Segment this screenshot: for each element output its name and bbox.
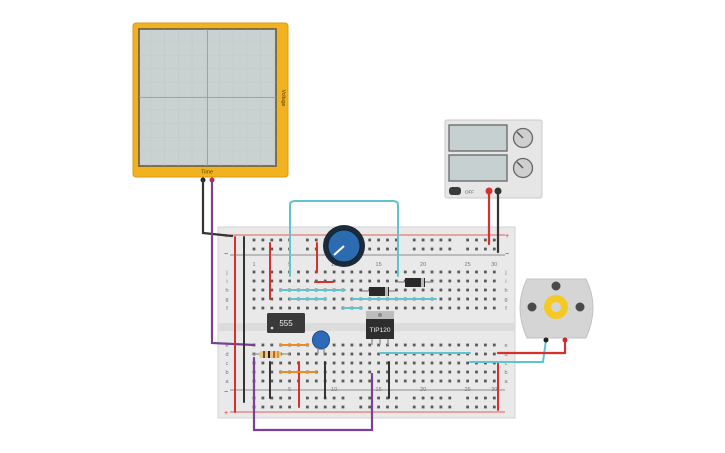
- svg-text:−: −: [505, 251, 509, 258]
- wire-purple-loop[interactable]: [252, 356, 374, 432]
- row-letter: b: [225, 370, 228, 376]
- wire-red-motor[interactable]: [496, 338, 567, 355]
- diode-1[interactable]: [362, 287, 395, 296]
- row-letter: h: [504, 288, 507, 294]
- row-letter: h: [225, 288, 228, 294]
- row-letter: 1: [252, 262, 255, 268]
- row-letter: 30: [491, 387, 497, 393]
- wire-scope-signal[interactable]: [210, 178, 256, 347]
- wire-cyan-motor[interactable]: [469, 339, 547, 363]
- motor-terminal-positive[interactable]: [562, 337, 568, 343]
- oscilloscope[interactable]: Time Voltage: [132, 22, 289, 183]
- wire-cyan-top-loop[interactable]: [289, 200, 399, 277]
- svg-text:−: −: [224, 389, 228, 396]
- row-letter: 10: [331, 262, 337, 268]
- transistor-label: TIP120: [370, 327, 391, 334]
- transistor-body: [366, 319, 394, 339]
- row-letter: b: [504, 370, 507, 376]
- row-letter: 20: [420, 262, 426, 268]
- diode-1-body: [369, 287, 389, 296]
- svg-text:+: +: [224, 233, 228, 240]
- row-letter: e: [225, 343, 228, 349]
- row-letter: f: [226, 306, 228, 312]
- power-switch[interactable]: [449, 187, 461, 195]
- resistor[interactable]: [252, 351, 290, 358]
- motor-mount-top: [551, 281, 561, 291]
- timer-555-chip[interactable]: 555: [267, 313, 305, 333]
- row-letter: a: [504, 379, 508, 385]
- power-switch-label: OFF: [465, 190, 474, 195]
- motor-mount-left: [527, 302, 537, 312]
- row-letter: g: [225, 297, 228, 303]
- voltage-display: [448, 124, 508, 152]
- dc-motor[interactable]: [519, 278, 594, 343]
- row-letter: d: [504, 352, 507, 358]
- svg-text:+: +: [224, 410, 228, 417]
- row-letter: c: [505, 361, 508, 367]
- current-display: [448, 154, 508, 182]
- row-letter: 15: [376, 387, 382, 393]
- svg-text:+: +: [505, 233, 509, 240]
- timer-555-body: [267, 313, 305, 333]
- row-letter: 20: [420, 387, 426, 393]
- capacitor-body: [312, 330, 330, 350]
- row-letter: 10: [331, 387, 337, 393]
- row-letter: g: [504, 297, 507, 303]
- row-letter: 25: [465, 387, 471, 393]
- motor-terminal-negative[interactable]: [543, 337, 549, 343]
- row-letter: i: [505, 279, 506, 285]
- row-letter: j: [504, 270, 506, 276]
- capacitor[interactable]: [312, 330, 330, 354]
- wire-scope-ground[interactable]: [201, 178, 234, 238]
- row-letter: 5: [288, 387, 291, 393]
- timer-555-label: 555: [279, 319, 293, 328]
- diode-2[interactable]: [398, 278, 433, 287]
- row-letter: d: [225, 352, 228, 358]
- motor-mount-right: [575, 302, 585, 312]
- row-letter: 15: [376, 262, 382, 268]
- row-letter: f: [505, 306, 507, 312]
- potentiometer[interactable]: [323, 225, 365, 267]
- row-letter: e: [504, 343, 507, 349]
- oscilloscope-voltage-label: Voltage: [280, 90, 286, 107]
- row-letter: i: [226, 279, 227, 285]
- row-letter: 25: [465, 262, 471, 268]
- wires[interactable]: [201, 178, 567, 432]
- transistor-tip120[interactable]: TIP120: [366, 311, 394, 345]
- row-letter: a: [225, 379, 229, 385]
- diode-2-body: [405, 278, 425, 287]
- svg-text:−: −: [224, 251, 228, 258]
- row-letter: c: [226, 361, 229, 367]
- power-supply[interactable]: OFF: [444, 119, 543, 199]
- row-letter: j: [225, 270, 227, 276]
- row-letter: 30: [491, 262, 497, 268]
- oscilloscope-time-label: Time: [201, 170, 213, 176]
